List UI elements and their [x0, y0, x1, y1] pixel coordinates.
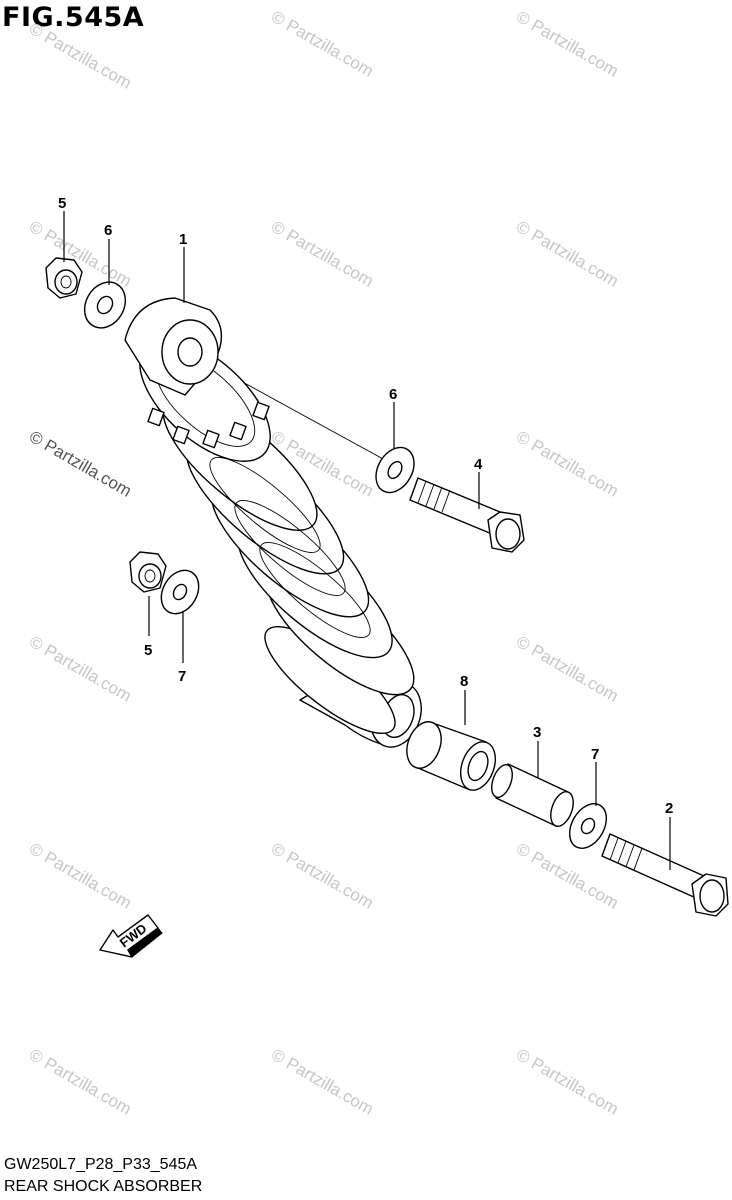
lower-washer-left [160, 569, 200, 615]
watermark: © Partzilla.com [513, 427, 622, 501]
watermark: © Partzilla.com [26, 19, 135, 93]
upper-bolt [409, 477, 525, 553]
watermark: © Partzilla.com [513, 632, 622, 706]
callout-number: 6 [389, 386, 397, 403]
callout-number: 1 [179, 231, 187, 248]
callout-labels: 5 6 1 6 4 5 7 8 3 7 2 [58, 195, 673, 817]
upper-washer-right [375, 446, 415, 494]
leader-lines [63, 211, 671, 870]
callout-number: 2 [665, 800, 673, 817]
part-group-name: REAR SHOCK ABSORBER [4, 1178, 203, 1195]
callout-number: 8 [460, 673, 468, 690]
bushing [406, 721, 496, 791]
lower-nut [129, 551, 167, 593]
callout-number: 3 [533, 724, 541, 741]
watermark: © Partzilla.com [513, 217, 622, 291]
watermark: © Partzilla.com [26, 839, 135, 913]
watermark: © Partzilla.com [26, 427, 135, 501]
upper-nut [45, 257, 83, 299]
callout-number: 5 [144, 642, 152, 659]
watermark: © Partzilla.com [268, 217, 377, 291]
fwd-arrow-icon: FWD [99, 914, 163, 958]
watermark: © Partzilla.com [26, 632, 135, 706]
shock-absorber [124, 297, 422, 748]
lower-washer-right [568, 803, 608, 849]
callout-number: 7 [178, 668, 186, 685]
watermark: © Partzilla.com [268, 7, 377, 81]
watermark: © Partzilla.com [513, 1045, 622, 1119]
watermark: © Partzilla.com [26, 1045, 135, 1119]
watermark: © Partzilla.com [268, 839, 377, 913]
watermark: © Partzilla.com [513, 7, 622, 81]
callout-number: 7 [591, 746, 599, 763]
callout-number: 5 [58, 195, 66, 212]
upper-washer-left [83, 281, 127, 329]
callout-number: 6 [104, 222, 112, 239]
watermark: © Partzilla.com [268, 1045, 377, 1119]
lower-bolt [601, 833, 729, 917]
model-code: GW250L7_P28_P33_545A [4, 1156, 198, 1173]
inner-spacer [491, 763, 574, 827]
callout-number: 4 [474, 456, 483, 473]
figure-title: FIG.545A [2, 2, 145, 33]
